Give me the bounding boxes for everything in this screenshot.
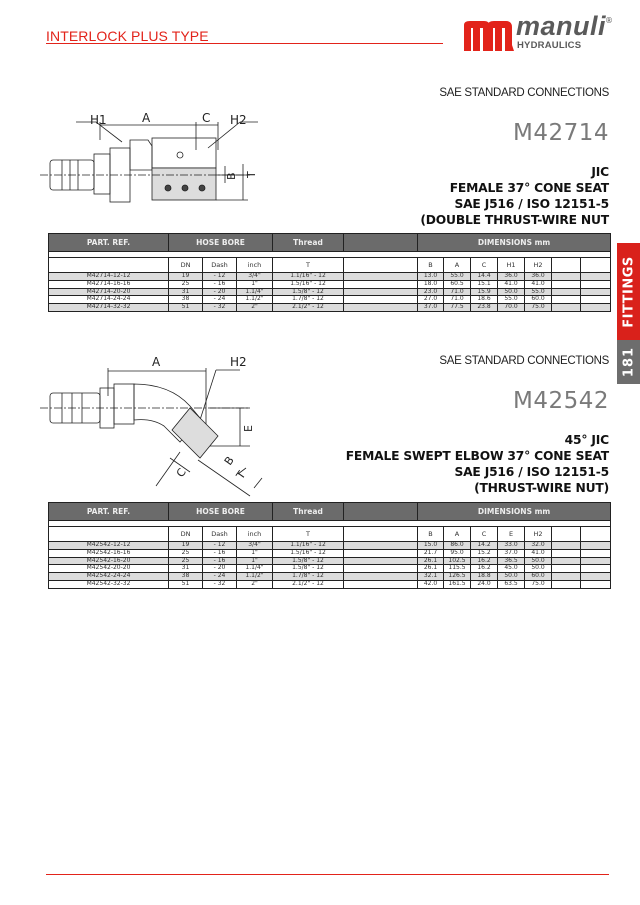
table-sub-header-row: DN Dash inch T B A C E H2 <box>48 526 612 542</box>
svg-text:H2: H2 <box>230 355 247 369</box>
product-2-spec-table: PART. REF. HOSE BORE Thread DIMENSIONS m… <box>47 502 612 589</box>
svg-text:A: A <box>152 355 161 369</box>
page-number-tab: 181 <box>617 340 640 384</box>
product-2-technical-drawing: A H2 E C B T <box>40 355 263 497</box>
table-sub-header-row: DN Dash inch T B A C H1 H2 <box>48 257 612 273</box>
header-hose-bore: HOSE BORE <box>168 502 273 521</box>
table-group-header-row: PART. REF. HOSE BORE Thread DIMENSIONS m… <box>48 233 612 252</box>
header-divider <box>46 43 443 44</box>
product-2-code: M42542 <box>512 388 609 414</box>
brand-logo: manuli ® HYDRAULICS <box>464 11 624 61</box>
svg-text:B: B <box>225 172 238 180</box>
header-part-ref: PART. REF. <box>48 502 169 521</box>
product-2-category: SAE STANDARD CONNECTIONS <box>439 355 609 367</box>
header-part-ref: PART. REF. <box>48 233 169 252</box>
brand-name: manuli <box>516 11 607 41</box>
header-hose-bore: HOSE BORE <box>168 233 273 252</box>
section-tab-fittings: FITTINGS <box>617 243 640 340</box>
page-number: 181 <box>621 346 636 378</box>
product-1-spec-table: PART. REF. HOSE BORE Thread DIMENSIONS m… <box>47 233 612 312</box>
product-1-code: M42714 <box>512 120 609 146</box>
header-thread: Thread <box>272 502 344 521</box>
footer-divider <box>46 874 609 875</box>
svg-text:T: T <box>233 469 248 483</box>
svg-text:H2: H2 <box>230 113 247 127</box>
section-tab-label: FITTINGS <box>621 255 636 328</box>
svg-text:T: T <box>245 171 258 179</box>
header-thread: Thread <box>272 233 344 252</box>
header-empty <box>343 502 418 521</box>
manuli-logo-icon <box>464 21 514 51</box>
header-dimensions: DIMENSIONS mm <box>416 233 612 252</box>
header-empty <box>343 233 418 252</box>
svg-text:B: B <box>222 454 237 468</box>
header-dimensions: DIMENSIONS mm <box>416 502 612 521</box>
svg-text:A: A <box>142 111 151 125</box>
svg-text:E: E <box>242 425 255 432</box>
page-header-title: INTERLOCK PLUS TYPE <box>46 28 209 44</box>
svg-text:H1: H1 <box>90 113 107 127</box>
product-1-category: SAE STANDARD CONNECTIONS <box>439 87 609 99</box>
svg-text:C: C <box>174 466 189 480</box>
brand-registered-mark: ® <box>605 16 613 25</box>
product-1-description: JIC FEMALE 37° CONE SEAT SAE J516 / ISO … <box>420 165 609 227</box>
table-group-header-row: PART. REF. HOSE BORE Thread DIMENSIONS m… <box>48 502 612 521</box>
brand-subtitle: HYDRAULICS <box>517 40 582 51</box>
product-1-technical-drawing: H1 A C H2 B T <box>40 111 258 203</box>
product-2-description: 45° JIC FEMALE SWEPT ELBOW 37° CONE SEAT… <box>345 433 609 495</box>
svg-text:C: C <box>202 111 210 125</box>
